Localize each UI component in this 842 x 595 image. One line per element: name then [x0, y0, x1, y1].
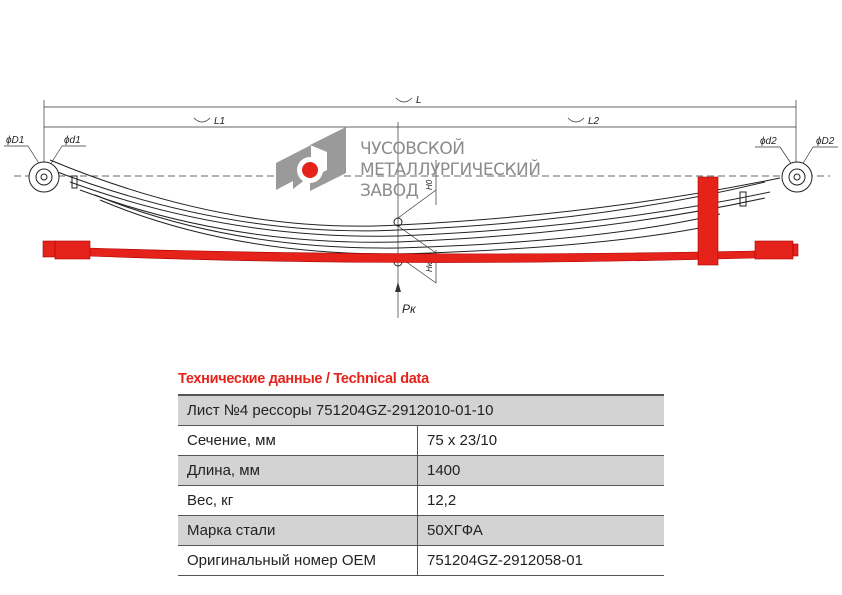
- row-label: Оригинальный номер OEM: [178, 545, 418, 576]
- table-row: Оригинальный номер OEM 751204GZ-2912058-…: [178, 545, 664, 576]
- logo-line-3: ЗАВОД: [360, 181, 419, 201]
- table-row: Марка стали 50ХГФА: [178, 515, 664, 546]
- force-arrow-icon: [395, 282, 401, 292]
- highlighted-leaf-4: [42, 176, 799, 266]
- row-value: 751204GZ-2912058-01: [417, 545, 664, 576]
- table-row: Вес, кг 12,2: [178, 485, 664, 516]
- leaf-spring-drawing: ЧУСОВСКОЙ МЕТАЛЛУРГИЧЕСКИЙ ЗАВОД L L1 L2…: [4, 95, 838, 318]
- row-value: 1400: [417, 455, 664, 486]
- row-label: Вес, кг: [178, 485, 418, 516]
- label-L1: L1: [214, 116, 225, 127]
- row-value: 50ХГФА: [417, 515, 664, 546]
- table-row: Длина, мм 1400: [178, 455, 664, 486]
- row-label: Длина, мм: [178, 455, 418, 486]
- label-d1: ϕd1: [64, 135, 81, 146]
- label-H0: H0: [425, 179, 434, 190]
- label-d2: ϕd2: [760, 136, 777, 147]
- row-value: 75 x 23/10: [417, 425, 664, 456]
- row-label: Марка стали: [178, 515, 418, 546]
- dimension-lines: [4, 97, 838, 318]
- logo-line-1: ЧУСОВСКОЙ: [360, 137, 464, 159]
- company-logo: ЧУСОВСКОЙ МЕТАЛЛУРГИЧЕСКИЙ ЗАВОД: [276, 127, 541, 201]
- label-Hk: Hк: [425, 261, 434, 272]
- table-header-row: Лист №4 рессоры 751204GZ-2912010-01-10: [178, 394, 664, 426]
- label-D2: ϕD2: [816, 136, 835, 147]
- label-L: L: [416, 95, 422, 106]
- logo-line-2: МЕТАЛЛУРГИЧЕСКИЙ: [360, 158, 540, 180]
- row-value: 12,2: [417, 485, 664, 516]
- label-Pk: Pк: [402, 302, 417, 316]
- technical-data-title: Технические данные / Technical data: [178, 371, 429, 387]
- table-row: Сечение, мм 75 x 23/10: [178, 425, 664, 456]
- label-D1: ϕD1: [6, 135, 24, 146]
- row-label: Сечение, мм: [178, 425, 418, 456]
- table-header: Лист №4 рессоры 751204GZ-2912010-01-10: [178, 394, 664, 426]
- technical-data-table: Лист №4 рессоры 751204GZ-2912010-01-10 С…: [178, 394, 664, 576]
- eye-left: [28, 161, 60, 193]
- label-L2: L2: [588, 116, 600, 127]
- eye-right: [781, 161, 813, 193]
